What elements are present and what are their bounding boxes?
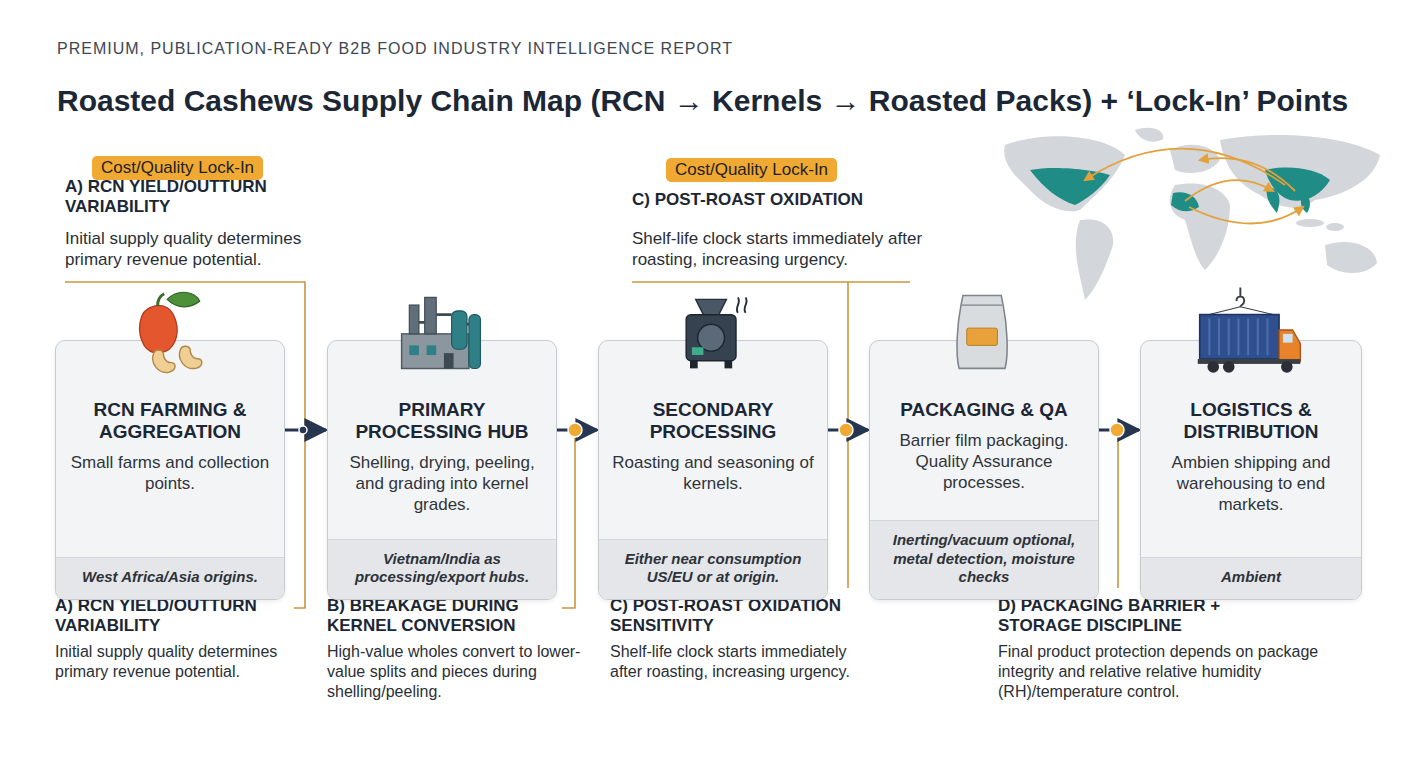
report-title: Roasted Cashews Supply Chain Map (RCN → … (57, 84, 1348, 118)
band-text: Either near consumption US/EU or at orig… (609, 550, 817, 588)
box-heading: PRIMARY PROCESSING HUB (328, 399, 556, 443)
band-text: Inerting/vacuum optional, metal detectio… (880, 531, 1088, 587)
process-box: PACKAGING & QA Barrier film packaging. Qu… (869, 340, 1099, 600)
box-text: Shelling, drying, peeling, and grading i… (340, 452, 544, 516)
callout-heading: A) RCN YIELD/OUTTURN VARIABILITY (65, 177, 335, 218)
truck-icon (1190, 285, 1312, 377)
pouch-icon (938, 285, 1030, 377)
region-band: Vietnam/India as processing/export hubs. (328, 539, 556, 600)
cashew-shapes (140, 292, 202, 372)
factory-shapes (402, 297, 481, 368)
badge-text: Cost/Quality Lock-In (675, 160, 828, 180)
process-box: PRIMARY PROCESSING HUB Shelling, drying, … (327, 340, 557, 600)
world-map (1004, 128, 1380, 300)
region-band: Either near consumption US/EU or at orig… (599, 539, 827, 600)
callout-text: Shelf-life clock starts immediately afte… (632, 228, 932, 271)
lock-in-dot (1110, 423, 1124, 437)
box-text: Roasting and seasoning of kernels. (611, 452, 815, 495)
region-band: Inerting/vacuum optional, metal detectio… (870, 520, 1098, 599)
origin-region (1030, 167, 1330, 213)
cashew-icon (125, 285, 215, 377)
lock-in-badge: Cost/Quality Lock-In (92, 156, 263, 180)
callout-text: Initial supply quality determines primar… (55, 642, 300, 682)
box-heading: LOGISTICS & DISTRIBUTION (1141, 399, 1361, 443)
band-text: Vietnam/India as processing/export hubs. (338, 550, 546, 588)
box-heading: SECONDARY PROCESSING (599, 399, 827, 443)
truck-shapes (1198, 287, 1301, 372)
callout-heading: C) POST-ROAST OXIDATION SENSITIVITY (610, 596, 846, 637)
callout-heading: B) BREAKAGE DURING KERNEL CONVERSION (327, 596, 555, 637)
box-text: Barrier film packaging. Quality Assuranc… (882, 430, 1086, 494)
box-heading: PACKAGING & QA (870, 399, 1098, 421)
lock-in-dot (299, 426, 307, 434)
callout-heading: D) PACKAGING BARRIER + STORAGE DISCIPLIN… (998, 596, 1260, 637)
region-band: Ambient (1141, 557, 1361, 599)
callout-heading: A) RCN YIELD/OUTTURN VARIABILITY (55, 596, 291, 637)
lock-in-badge: Cost/Quality Lock-In (666, 158, 837, 182)
lock-in-dot (839, 423, 853, 437)
box-heading: RCN FARMING & AGGREGATION (56, 399, 284, 443)
band-text: West Africa/Asia origins. (66, 568, 274, 587)
callout-text: Initial supply quality determines primar… (65, 228, 345, 271)
region-band: West Africa/Asia origins. (56, 557, 284, 599)
report-kicker: PREMIUM, PUBLICATION-READY B2B FOOD INDU… (57, 40, 733, 58)
process-box: RCN FARMING & AGGREGATION Small farms and… (55, 340, 285, 600)
callout-text: High-value wholes convert to lower-value… (327, 642, 595, 702)
box-text: Ambien shipping and warehousing to end m… (1153, 452, 1349, 516)
callout-text: Final product protection depends on pack… (998, 642, 1370, 702)
process-box: LOGISTICS & DISTRIBUTION Ambien shipping … (1140, 340, 1362, 600)
trade-arc (1085, 149, 1303, 224)
process-box: SECONDARY PROCESSING Roasting and seasoni… (598, 340, 828, 600)
roaster-icon (667, 285, 759, 377)
factory-icon (392, 285, 492, 377)
callout-text: Shelf-life clock starts immediately afte… (610, 642, 872, 682)
callout-heading: C) POST-ROAST OXIDATION (632, 190, 952, 210)
landmass (1004, 128, 1380, 300)
band-text: Ambient (1151, 568, 1351, 587)
lock-in-dot (568, 423, 582, 437)
roaster-shapes (686, 297, 747, 368)
pouch-shapes (957, 296, 1007, 369)
box-text: Small farms and collection points. (68, 452, 272, 495)
badge-text: Cost/Quality Lock-In (101, 158, 254, 178)
